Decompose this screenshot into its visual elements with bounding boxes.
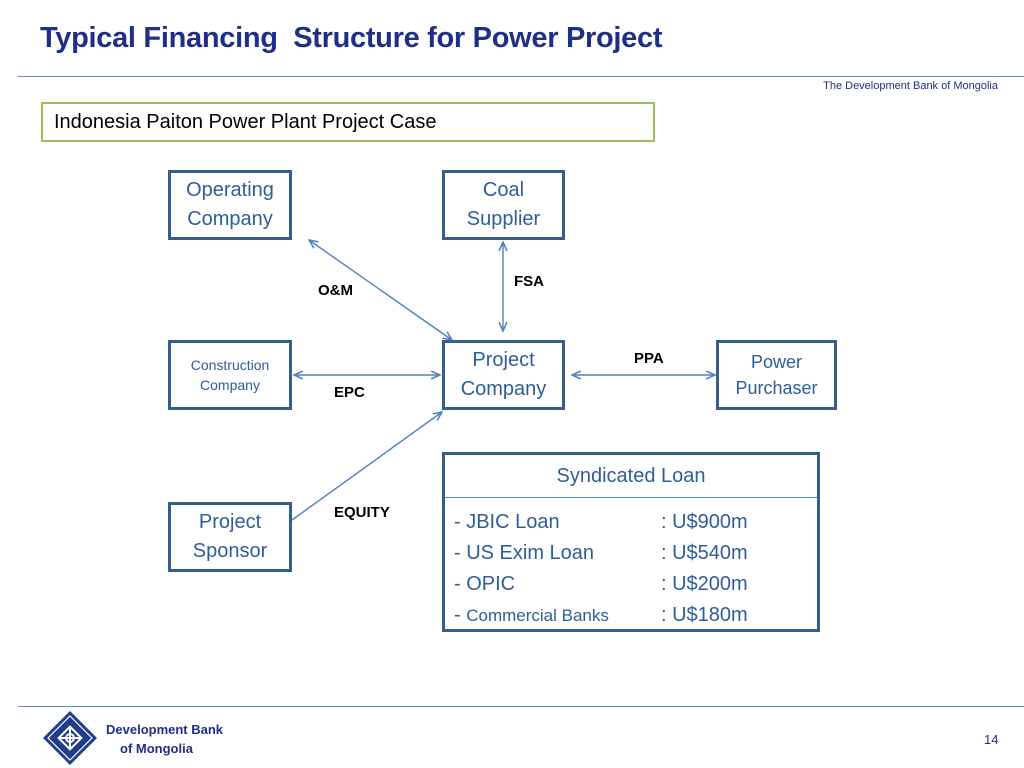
loan-name: - US Exim Loan	[454, 542, 595, 564]
loan-name: - JBIC Loan	[454, 511, 560, 533]
case-title-box: Indonesia Paiton Power Plant Project Cas…	[41, 102, 655, 142]
node-operating-company: Operating Company	[168, 170, 292, 240]
loan-amount: : U$180m	[661, 604, 748, 626]
node-label: Company	[187, 208, 273, 230]
arrow-om	[309, 240, 452, 340]
loan-amount: : U$200m	[661, 573, 748, 595]
loan-row: - OPIC : U$200m	[454, 569, 814, 600]
node-label: Project	[472, 349, 535, 371]
loan-name: - Commercial Banks	[454, 600, 609, 631]
logo-text-line1: Development Bank	[106, 722, 224, 737]
page-number: 14	[984, 732, 999, 747]
node-label: Coal	[482, 179, 525, 201]
node-label: Construction	[190, 356, 270, 373]
node-label: Operating	[186, 179, 274, 201]
node-label: Sponsor	[192, 540, 268, 562]
edge-label-epc: EPC	[334, 384, 365, 401]
arrow-equity	[291, 412, 442, 521]
node-label: Purchaser	[735, 378, 818, 398]
edge-label-om: O&M	[318, 282, 353, 299]
loan-amount: : U$900m	[661, 511, 748, 533]
top-divider	[18, 76, 1024, 77]
loan-row: - US Exim Loan : U$540m	[454, 538, 814, 569]
node-label: Project	[198, 511, 262, 533]
loan-row: - Commercial Banks : U$180m	[454, 600, 814, 631]
brand-header: The Development Bank of Mongolia	[823, 80, 998, 92]
bottom-divider	[18, 706, 1024, 707]
node-label: Company	[200, 377, 260, 393]
node-coal-supplier: Coal Supplier	[442, 170, 565, 240]
node-project-company: Project Company	[442, 340, 565, 410]
edge-label-fsa: FSA	[514, 273, 544, 290]
logo-text-line2: of Mongolia	[120, 741, 193, 756]
node-label: Company	[460, 378, 547, 400]
loan-name-small: Commercial Banks	[466, 606, 609, 625]
node-label: Power	[750, 351, 803, 372]
slide-title: Typical Financing Structure for Power Pr…	[40, 22, 663, 54]
syndicated-loan-box: Syndicated Loan - JBIC Loan : U$900m - U…	[442, 452, 820, 632]
edge-label-equity: EQUITY	[334, 504, 390, 521]
loan-title: Syndicated Loan	[445, 455, 817, 498]
edge-label-ppa: PPA	[634, 350, 664, 367]
loan-row: - JBIC Loan : U$900m	[454, 507, 814, 538]
loan-name: - OPIC	[454, 573, 516, 595]
node-project-sponsor: Project Sponsor	[168, 502, 292, 572]
bank-logo-icon	[43, 711, 97, 765]
loan-dash: -	[454, 604, 467, 626]
node-label: Supplier	[466, 208, 541, 230]
loan-amount: : U$540m	[661, 542, 748, 564]
node-construction-company: Construction Company	[168, 340, 292, 410]
node-power-purchaser: Power Purchaser	[716, 340, 837, 410]
